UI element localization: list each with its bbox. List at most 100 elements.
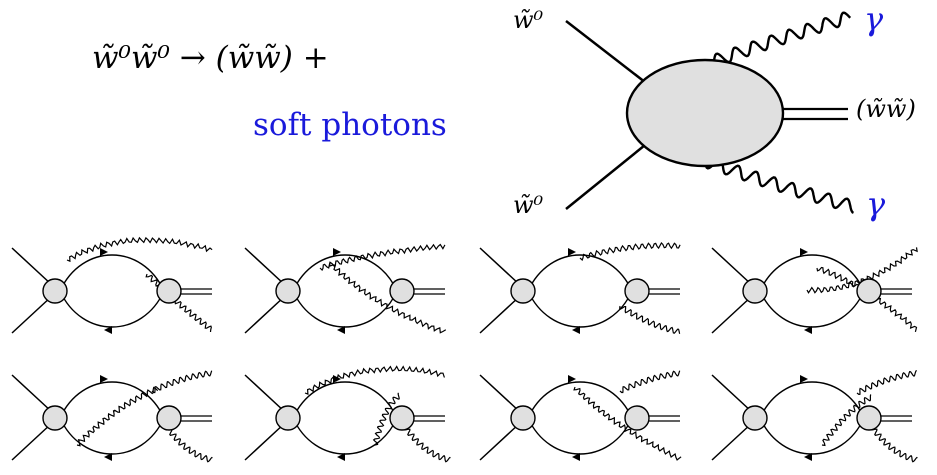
photon-line [619, 370, 681, 394]
soft-photons-label: soft photons [253, 107, 447, 143]
initial-state: w̃⁰w̃⁰ [92, 40, 170, 76]
arrow-icon [100, 375, 108, 383]
incoming-line [711, 422, 753, 461]
vertex-blob [275, 405, 301, 431]
loop-diagram [11, 236, 213, 334]
fermion-line [292, 381, 398, 419]
fermion-line [759, 381, 865, 419]
loop-diagram [711, 369, 918, 463]
photon-line [579, 242, 681, 262]
photon-line-bottom [703, 158, 854, 214]
bound-state-label: (w̃w̃) [856, 95, 916, 123]
fermion-line [59, 381, 165, 419]
photon-line [66, 236, 213, 263]
arrow-icon [804, 326, 812, 334]
vertex-blob [510, 405, 536, 431]
vertex-blob [510, 278, 536, 304]
arrow-icon [800, 375, 808, 383]
vertex-blob [742, 405, 768, 431]
loop-diagram [479, 242, 681, 334]
arrow-icon [572, 453, 580, 461]
arrow-icon [104, 453, 112, 461]
incoming-line [244, 374, 286, 413]
incoming-line [711, 247, 753, 286]
fermion-line [292, 290, 398, 328]
vertex-blob [275, 278, 301, 304]
incoming-line [11, 422, 53, 461]
fermion-line [527, 381, 633, 419]
incoming-line [244, 422, 286, 461]
photon-line [573, 386, 682, 461]
vertex-blob [624, 278, 650, 304]
arrow-icon [800, 248, 808, 256]
photon-line [372, 392, 400, 446]
arrow-icon [568, 248, 576, 256]
arrow-icon [337, 453, 345, 461]
incoming-line [479, 374, 521, 413]
vertex-blob [624, 405, 650, 431]
interaction-blob [625, 58, 785, 168]
arrow-icon [804, 453, 812, 461]
photon-line [856, 369, 918, 396]
process-formula: w̃⁰w̃⁰ → (w̃w̃) + [92, 40, 329, 76]
loop-diagram [244, 243, 447, 334]
incoming-line [11, 374, 53, 413]
arrow-icon [100, 248, 108, 256]
vertex-blob [156, 405, 182, 431]
arrow-icon [568, 375, 576, 383]
photon-line [319, 243, 446, 271]
fermion-line [759, 254, 865, 292]
incoming-line-bottom [565, 140, 651, 210]
arrow-icon [104, 326, 112, 334]
incoming-label-top: w̃⁰ [513, 6, 544, 34]
vertex-blob [389, 405, 415, 431]
fermion-line [527, 290, 633, 328]
final-state: (w̃w̃) + [215, 40, 329, 76]
arrow-icon [337, 326, 345, 334]
loop-diagram [244, 365, 451, 463]
incoming-line [11, 247, 53, 286]
incoming-line [711, 295, 753, 334]
vertex-blob [389, 278, 415, 304]
fermion-line [759, 417, 865, 455]
fermion-line [59, 254, 165, 292]
vertex-blob [742, 278, 768, 304]
photon-line [619, 305, 681, 334]
incoming-line [11, 295, 53, 334]
fermion-line [292, 254, 398, 292]
vertex-blob [42, 405, 68, 431]
incoming-line [244, 295, 286, 334]
photon-line [328, 262, 447, 334]
photon-line [151, 370, 213, 394]
loop-diagram [711, 247, 918, 334]
photon-line [403, 426, 451, 463]
photon-line [821, 394, 872, 447]
photon-line [145, 273, 212, 333]
fermion-line [527, 254, 633, 292]
arrow-icon [333, 248, 341, 256]
vertex-blob [42, 278, 68, 304]
fermion-line [759, 290, 865, 328]
photon-line [76, 386, 159, 447]
arrow-icon [572, 326, 580, 334]
photon-line [870, 426, 918, 463]
incoming-line [479, 247, 521, 286]
vertex-blob [156, 278, 182, 304]
fermion-line [59, 417, 165, 455]
photon-line [304, 365, 445, 395]
loop-diagram [479, 370, 682, 461]
incoming-line [479, 422, 521, 461]
vertex-blob [856, 405, 882, 431]
photon-line-top [704, 11, 852, 70]
incoming-line [244, 247, 286, 286]
vertex-blob [856, 278, 882, 304]
photon-label-top: γ [864, 0, 884, 38]
loop-diagram [11, 370, 213, 463]
photon-line [806, 247, 918, 294]
incoming-line [479, 295, 521, 334]
photon-label-bottom: γ [866, 185, 886, 223]
incoming-line [711, 374, 753, 413]
